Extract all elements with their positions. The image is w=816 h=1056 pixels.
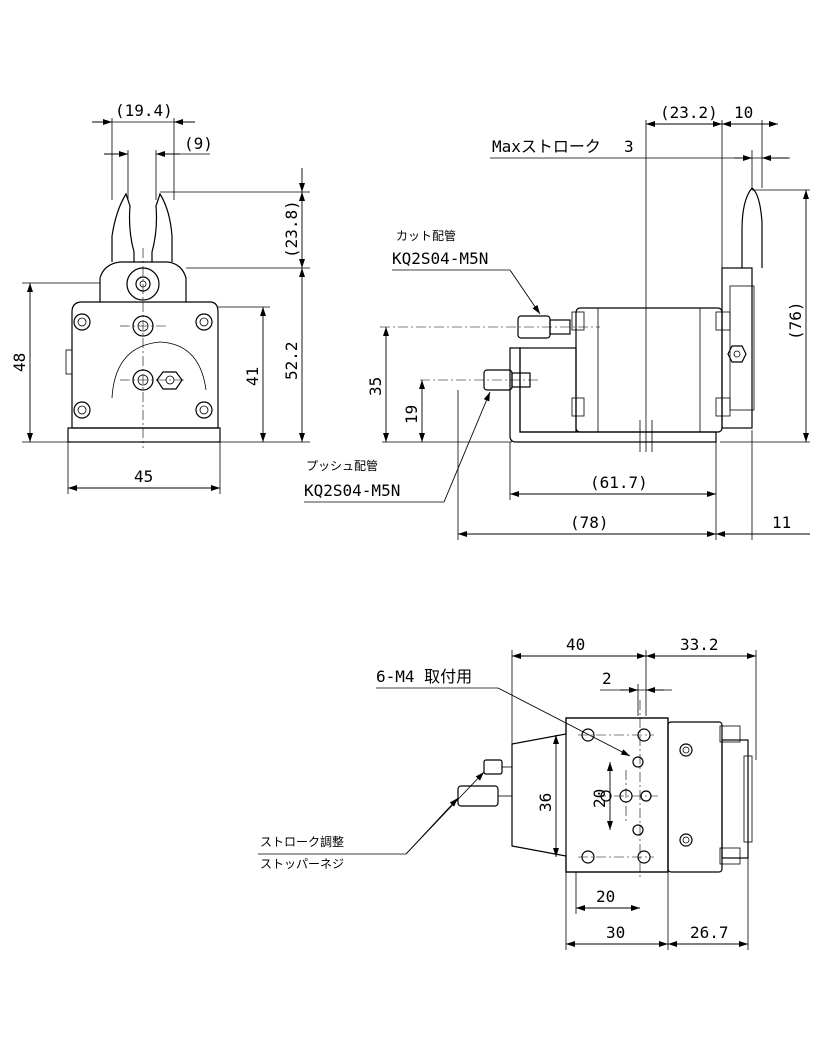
dim-bottom-top-left: 40	[566, 635, 585, 654]
dim-body-length: (61.7)	[590, 473, 648, 492]
max-stroke-value: 3	[624, 137, 634, 156]
dim-right-offset: 11	[772, 513, 791, 532]
bottom-view: 40 33.2 2 6-M4 取付用 36 20 20 30 26.7 ストロー…	[258, 635, 757, 950]
cut-port-label: カット配管	[396, 228, 456, 243]
dim-base-width: 45	[134, 467, 153, 486]
dim-jaw-height: (23.8)	[282, 200, 301, 258]
dim-top-width: (19.4)	[115, 101, 173, 120]
dim-hole-offset: 2	[602, 669, 612, 688]
dim-bottom-top-right: 33.2	[680, 635, 719, 654]
cut-port-part: KQ2S04-M5N	[392, 249, 488, 268]
dim-total-height: 52.2	[282, 341, 301, 380]
dim-port-cut-height: 35	[366, 377, 385, 396]
dim-body-height: 48	[10, 353, 29, 372]
dim-jaw-gap: (9)	[184, 134, 213, 153]
dim-height-20: 20	[590, 789, 609, 808]
dim-total-length: (78)	[570, 513, 609, 532]
push-port-part: KQ2S04-M5N	[304, 481, 400, 500]
mount-label: 6-M4 取付用	[376, 667, 472, 686]
dim-top-right: 10	[734, 103, 753, 122]
front-view: (19.4) (9) (23.8) 48 41 52.2 45	[10, 101, 310, 494]
dim-top-offset: (23.2)	[660, 103, 718, 122]
dim-height-36: 36	[536, 793, 555, 812]
dim-right-26-7: 26.7	[690, 923, 729, 942]
dim-inner-height: 41	[243, 367, 262, 386]
dim-port-push-height: 19	[402, 405, 421, 424]
push-port-label: プッシュ配管	[306, 458, 378, 473]
max-stroke-label: Maxストローク	[492, 137, 601, 156]
stopper-label-1: ストローク調整	[260, 834, 344, 849]
dim-side-total-height: (76)	[786, 301, 805, 340]
side-view: (23.2) 10 Maxストローク 3 (76) 35 19 (61.7) (…	[304, 103, 810, 540]
dim-width-20: 20	[596, 887, 615, 906]
dim-width-30: 30	[606, 923, 625, 942]
stopper-label-2: ストッパーネジ	[260, 857, 344, 871]
